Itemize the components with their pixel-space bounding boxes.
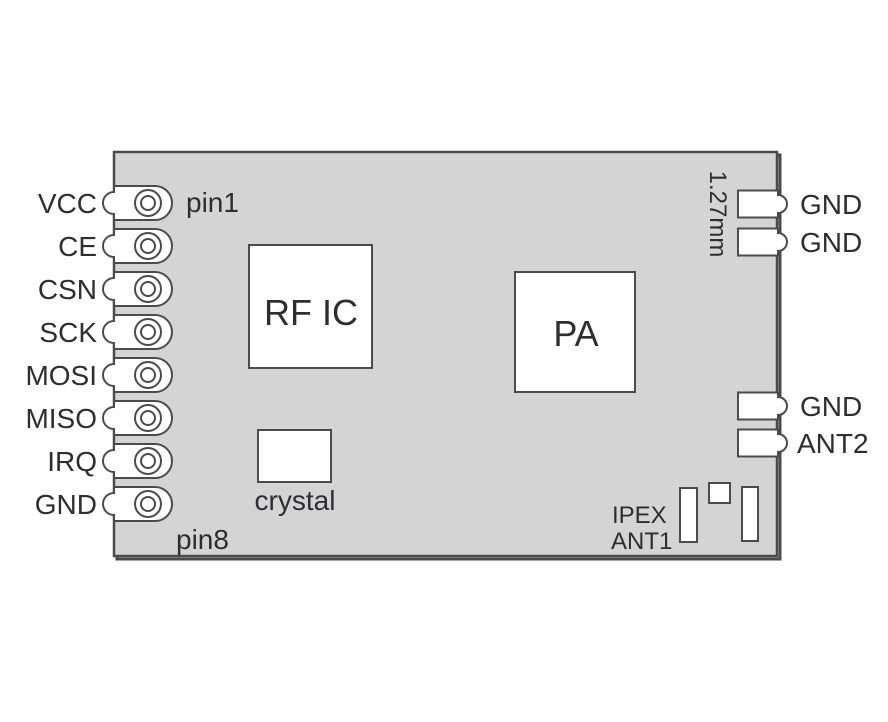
pad-gnd-mid — [737, 391, 788, 421]
pin-label-sck: SCK — [39, 317, 97, 348]
ipex-pad-center — [708, 482, 731, 504]
pin-hole-inner — [140, 496, 156, 512]
pin8-marker: pin8 — [176, 524, 229, 555]
rf-ic-label: RF IC — [264, 292, 358, 333]
ipex-pad-right — [741, 486, 759, 542]
pin-mosi — [102, 357, 173, 393]
pin-label-vcc: VCC — [38, 188, 97, 219]
ipex-footprint: IPEX ANT1 — [611, 482, 759, 555]
pin-miso — [102, 400, 173, 436]
module-body — [112, 150, 779, 558]
pitch-label: 1.27mm — [704, 171, 731, 258]
pad-label-gnd-mid: GND — [800, 391, 862, 422]
ipex-label: IPEX — [612, 502, 667, 529]
pin-hole-inner — [140, 281, 156, 297]
pin-hole-inner — [140, 453, 156, 469]
pin1-marker: pin1 — [186, 187, 239, 218]
pin-sck — [102, 314, 173, 350]
pad-label-gnd-top1: GND — [800, 189, 862, 220]
pad-row-right — [737, 189, 788, 458]
crystal-block: crystal — [255, 429, 336, 516]
pad-label-ant2: ANT2 — [797, 428, 869, 459]
pin-label-irq: IRQ — [47, 446, 97, 477]
pin-label-miso: MISO — [25, 403, 97, 434]
rf-ic-box — [248, 244, 373, 369]
pin-ce — [102, 228, 173, 264]
pin-irq — [102, 443, 173, 479]
pad-label-gnd-top2: GND — [800, 227, 862, 258]
pin-hole-inner — [140, 324, 156, 340]
pin-label-gnd: GND — [35, 489, 97, 520]
pin-row-left — [102, 185, 173, 522]
crystal-box — [257, 429, 332, 483]
pin-hole-inner — [140, 367, 156, 383]
pad-gnd-top1 — [737, 189, 788, 219]
pin-hole-inner — [140, 410, 156, 426]
pa-box — [514, 271, 636, 393]
pin-gnd — [102, 486, 173, 522]
pin-label-ce: CE — [58, 231, 97, 262]
rf-ic-block: RF IC — [248, 244, 373, 369]
pa-block: PA — [514, 271, 636, 393]
pad-labels-right: GND GND GND ANT2 — [797, 189, 869, 459]
pin-label-csn: CSN — [38, 274, 97, 305]
pad-ant2 — [737, 428, 788, 458]
pa-label: PA — [553, 313, 598, 354]
pin-label-mosi: MOSI — [25, 360, 97, 391]
pin-hole-inner — [140, 238, 156, 254]
ipex-pad-left — [679, 487, 698, 543]
pin-csn — [102, 271, 173, 307]
ant1-label: ANT1 — [611, 528, 672, 555]
pin-vcc — [102, 185, 173, 221]
pad-gnd-top2 — [737, 227, 788, 257]
pin-hole-inner — [140, 195, 156, 211]
pin-labels-left: VCC CE CSN SCK MOSI MISO IRQ GND — [25, 188, 97, 520]
crystal-label: crystal — [255, 485, 336, 516]
